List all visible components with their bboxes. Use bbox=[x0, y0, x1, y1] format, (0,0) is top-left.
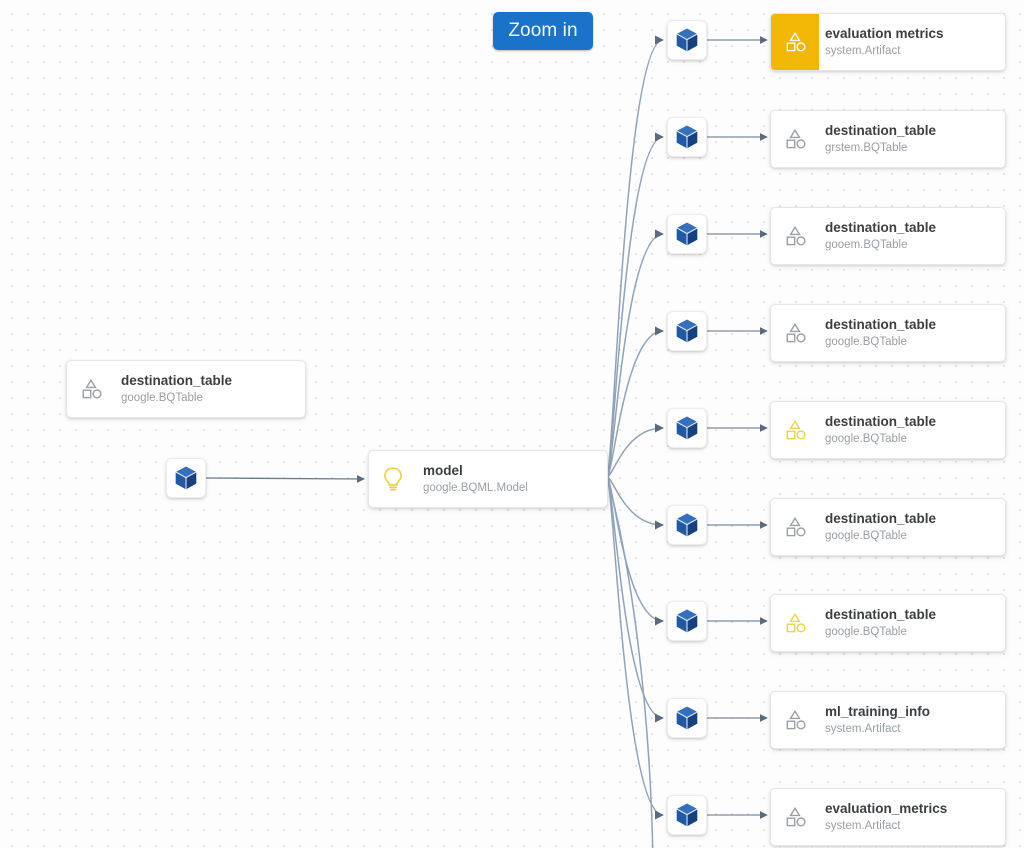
cube-icon bbox=[175, 466, 197, 490]
card-icon bbox=[771, 111, 819, 167]
artifact-shapes-icon bbox=[786, 322, 806, 343]
card-icon bbox=[771, 208, 819, 264]
cube-icon bbox=[676, 803, 698, 827]
edge-model-to-execution-9 bbox=[606, 476, 664, 820]
card-labels: destination_table gooem.BQTable bbox=[819, 219, 1005, 253]
execution-node-8[interactable] bbox=[667, 698, 707, 738]
cube-icon bbox=[676, 706, 698, 730]
card-title: ml_training_info bbox=[825, 704, 931, 719]
execution-node-3[interactable] bbox=[667, 214, 707, 254]
edge-model-to-execution-3 bbox=[606, 229, 664, 478]
execution-node-6[interactable] bbox=[667, 505, 707, 545]
card-labels: destination_table google.BQTable bbox=[819, 510, 1005, 544]
execution-node-9[interactable] bbox=[667, 795, 707, 835]
artifact-card-7[interactable]: destination_table google.BQTable bbox=[770, 594, 1006, 652]
execution-node-source[interactable] bbox=[166, 458, 206, 498]
artifact-card-4[interactable]: destination_table google.BQTable bbox=[770, 304, 1006, 362]
card-subtitle: grstem.BQTable bbox=[825, 142, 908, 154]
artifact-card-source[interactable]: destination_table google.BQTable bbox=[66, 360, 306, 418]
artifact-shapes-icon bbox=[786, 709, 806, 730]
artifact-card-1[interactable]: evaluation metrics system.Artifact bbox=[770, 13, 1006, 71]
card-title: evaluation metrics bbox=[825, 26, 944, 41]
card-title: destination_table bbox=[121, 373, 233, 388]
edge-model-to-execution-4 bbox=[606, 326, 664, 478]
card-icon bbox=[771, 595, 819, 651]
cube-icon bbox=[676, 609, 698, 633]
card-labels: evaluation_metrics system.Artifact bbox=[819, 800, 1005, 834]
card-title: destination_table bbox=[825, 220, 937, 235]
card-labels: model google.BQML.Model bbox=[417, 462, 607, 496]
card-subtitle: system.Artifact bbox=[825, 45, 901, 57]
artifact-card-2[interactable]: destination_table grstem.BQTable bbox=[770, 110, 1006, 168]
card-subtitle: system.Artifact bbox=[825, 723, 901, 735]
cube-icon bbox=[676, 416, 698, 440]
card-icon bbox=[771, 305, 819, 361]
card-labels: ml_training_info system.Artifact bbox=[819, 703, 1005, 737]
execution-node-4[interactable] bbox=[667, 311, 707, 351]
cube-icon bbox=[676, 222, 698, 246]
edge-model-to-execution-1 bbox=[606, 35, 664, 478]
card-icon bbox=[771, 789, 819, 845]
artifact-card-model[interactable]: model google.BQML.Model bbox=[368, 450, 608, 508]
artifact-shapes-icon bbox=[786, 806, 806, 827]
cube-icon bbox=[676, 513, 698, 537]
card-icon bbox=[67, 361, 115, 417]
artifact-shapes-icon bbox=[786, 31, 806, 52]
edge-model-to-execution-8 bbox=[606, 476, 664, 723]
execution-node-7[interactable] bbox=[667, 601, 707, 641]
card-icon bbox=[771, 499, 819, 555]
card-labels: destination_table grstem.BQTable bbox=[819, 122, 1005, 156]
artifact-shapes-icon bbox=[82, 378, 102, 399]
card-icon bbox=[771, 14, 819, 70]
artifact-shapes-icon bbox=[786, 516, 806, 537]
cube-icon bbox=[676, 319, 698, 343]
card-labels: destination_table google.BQTable bbox=[819, 413, 1005, 447]
lightbulb-icon bbox=[384, 467, 402, 491]
artifact-shapes-icon bbox=[786, 225, 806, 246]
card-title: destination_table bbox=[825, 317, 937, 332]
card-subtitle: system.Artifact bbox=[825, 820, 901, 832]
card-icon bbox=[771, 692, 819, 748]
cube-icon bbox=[676, 125, 698, 149]
edge-source-to-model bbox=[205, 475, 365, 483]
artifact-card-3[interactable]: destination_table gooem.BQTable bbox=[770, 207, 1006, 265]
cube-icon bbox=[676, 28, 698, 52]
card-subtitle: gooem.BQTable bbox=[825, 239, 908, 251]
card-title: destination_table bbox=[825, 414, 937, 429]
artifact-shapes-icon bbox=[786, 419, 806, 440]
card-title: destination_table bbox=[825, 511, 937, 526]
card-subtitle: google.BQTable bbox=[825, 336, 907, 348]
artifact-card-9[interactable]: evaluation_metrics system.Artifact bbox=[770, 788, 1006, 846]
card-icon bbox=[369, 451, 417, 507]
card-subtitle: google.BQTable bbox=[825, 626, 907, 638]
execution-node-2[interactable] bbox=[667, 117, 707, 157]
zoom-in-button[interactable]: Zoom in bbox=[493, 12, 593, 50]
execution-node-5[interactable] bbox=[667, 408, 707, 448]
artifact-card-8[interactable]: ml_training_info system.Artifact bbox=[770, 691, 1006, 749]
artifact-shapes-icon bbox=[786, 128, 806, 149]
card-icon bbox=[771, 402, 819, 458]
card-subtitle: google.BQML.Model bbox=[423, 482, 528, 494]
card-subtitle: google.BQTable bbox=[121, 392, 203, 404]
edge-model-to-execution-6 bbox=[606, 476, 664, 530]
card-labels: destination_table google.BQTable bbox=[819, 316, 1005, 350]
card-labels: destination_table google.BQTable bbox=[819, 606, 1005, 640]
card-title: evaluation_metrics bbox=[825, 801, 948, 816]
edge-model-to-offscreen bbox=[606, 476, 654, 848]
card-subtitle: google.BQTable bbox=[825, 530, 907, 542]
edge-model-to-execution-2 bbox=[606, 132, 664, 478]
edge-model-to-execution-5 bbox=[606, 423, 664, 478]
card-labels: destination_table google.BQTable bbox=[115, 372, 305, 406]
artifact-card-6[interactable]: destination_table google.BQTable bbox=[770, 498, 1006, 556]
card-title: destination_table bbox=[825, 123, 937, 138]
artifact-shapes-icon bbox=[786, 612, 806, 633]
artifact-card-5[interactable]: destination_table google.BQTable bbox=[770, 401, 1006, 459]
card-subtitle: google.BQTable bbox=[825, 433, 907, 445]
card-title: destination_table bbox=[825, 607, 937, 622]
edge-model-to-execution-7 bbox=[606, 476, 664, 626]
card-labels: evaluation metrics system.Artifact bbox=[819, 25, 1005, 59]
execution-node-1[interactable] bbox=[667, 20, 707, 60]
card-title: model bbox=[423, 463, 463, 478]
